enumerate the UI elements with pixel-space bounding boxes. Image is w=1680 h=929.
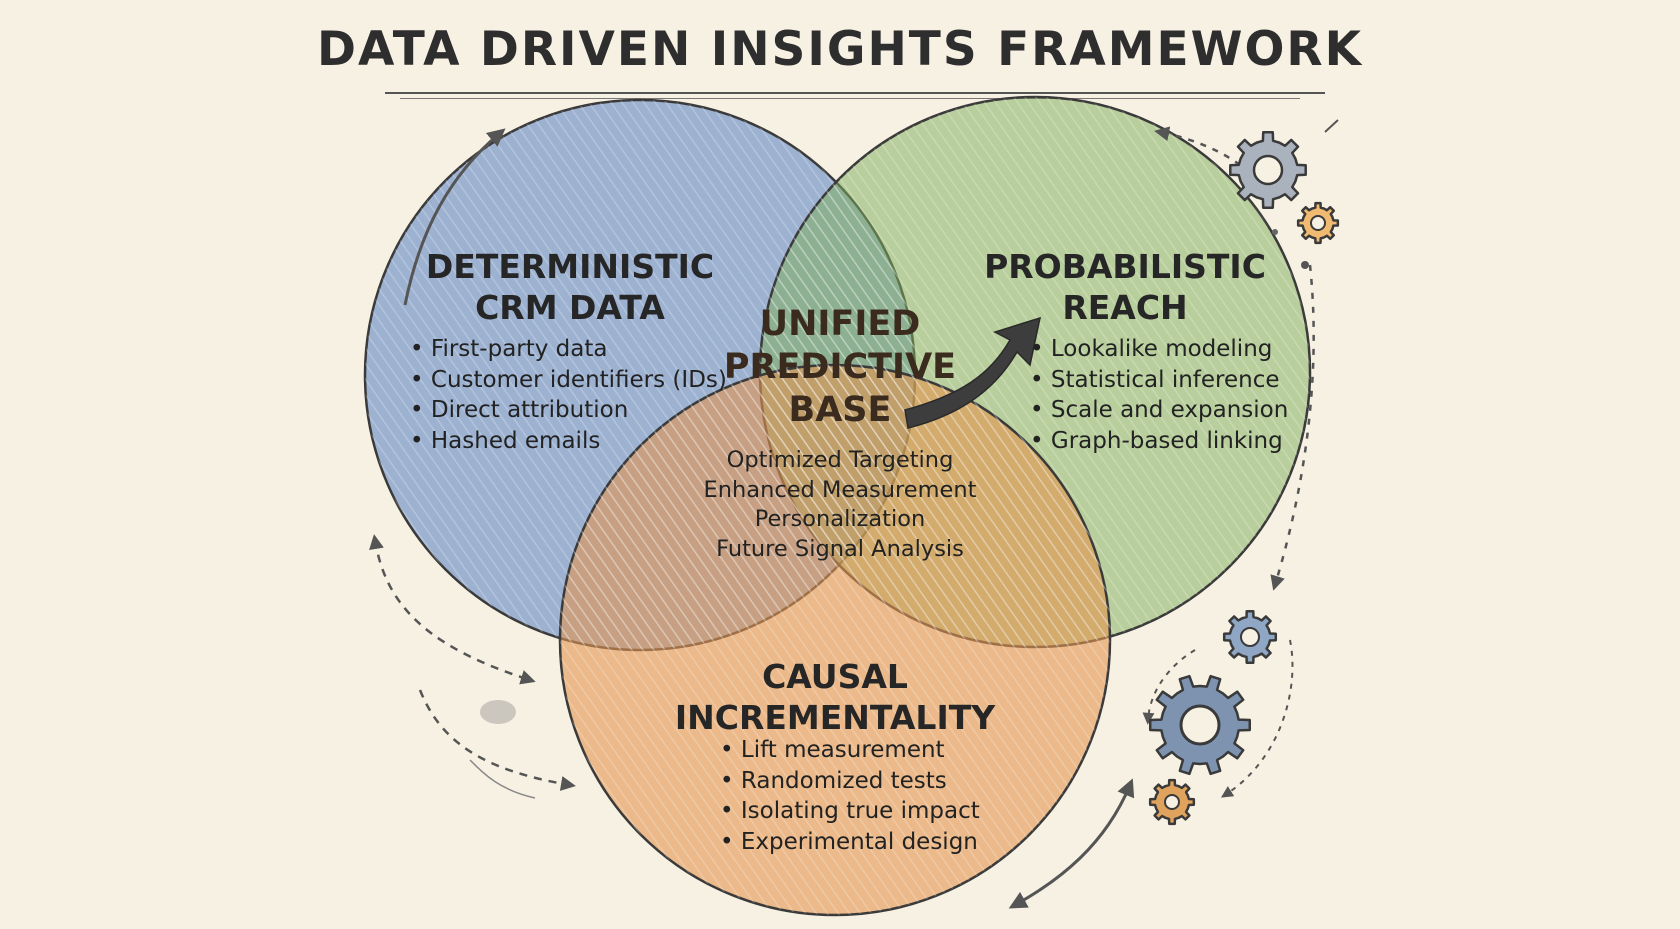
list-item: Isolating true impact [720, 796, 980, 827]
cycle-arrow-gear-loop [1142, 649, 1196, 725]
blue-gear-icon [1222, 609, 1278, 665]
list-item: Statistical inference [1030, 365, 1288, 396]
list-item: Experimental design [720, 827, 980, 858]
title-underline [385, 92, 1325, 94]
deterministic-heading-line-2: CRM DATA [475, 288, 665, 327]
list-item: Randomized tests [720, 766, 980, 797]
list-item: Scale and expansion [1030, 395, 1288, 426]
cycle-arrow-bottom-left [418, 689, 576, 791]
list-item: Direct attribution [410, 395, 727, 426]
cycle-arrow-left [369, 534, 536, 685]
list-item: Hashed emails [410, 426, 727, 457]
list-item: Future Signal Analysis [716, 535, 964, 562]
title-underline-secondary [400, 98, 1300, 99]
list-item: Optimized Targeting [726, 447, 954, 473]
cycle-arrow-top-left [403, 128, 506, 306]
sketch-dot [1272, 229, 1278, 235]
list-item: Lookalike modeling [1030, 334, 1288, 365]
core-list: Optimized Targeting Enhanced Measurement… [680, 446, 1000, 564]
sketch-tick [1324, 119, 1339, 133]
orange-gear-icon [1148, 778, 1196, 826]
deterministic-heading: DETERMINISTIC CRM DATA [390, 246, 750, 328]
cycle-arrow-gear-loop-2 [1220, 639, 1294, 798]
causal-heading-line-2: INCREMENTALITY [674, 698, 996, 737]
core-heading-line-3: BASE [788, 390, 892, 430]
pencil-smudge [480, 700, 516, 724]
probabilistic-heading: PROBABILISTIC REACH [960, 246, 1290, 328]
gear-icon [1229, 131, 1307, 209]
probabilistic-heading-line-2: REACH [1062, 288, 1188, 327]
sketch-scribble [469, 759, 536, 799]
list-item: Personalization [754, 506, 926, 532]
small-gear-icon [1296, 201, 1340, 245]
large-gear-icon [1149, 674, 1251, 776]
list-item: Customer identifiers (IDs) [410, 365, 727, 396]
list-item: Graph-based linking [1030, 426, 1288, 457]
probabilistic-list: Lookalike modeling Statistical inference… [1030, 334, 1288, 456]
causal-heading: CAUSAL INCREMENTALITY [640, 656, 1030, 738]
deterministic-list: First-party data Customer identifiers (I… [410, 334, 727, 456]
cycle-arrow-top-right [1154, 126, 1241, 167]
list-item: Lift measurement [720, 735, 980, 766]
deterministic-heading-line-1: DETERMINISTIC [425, 247, 715, 286]
list-item: Enhanced Measurement [703, 476, 977, 503]
probabilistic-heading-line-1: PROBABILISTIC [984, 247, 1266, 286]
sketch-dot [1301, 261, 1309, 269]
core-heading-line-1: UNIFIED [759, 304, 921, 344]
causal-heading-line-1: CAUSAL [762, 657, 908, 696]
causal-list: Lift measurement Randomized tests Isolat… [720, 735, 980, 857]
list-item: First-party data [410, 334, 727, 365]
core-heading-line-2: PREDICTIVE [723, 347, 957, 387]
page-title: DATA DRIVEN INSIGHTS FRAMEWORK [316, 22, 1364, 77]
cycle-arrow-bottom-right [1008, 778, 1135, 909]
core-heading: UNIFIED PREDICTIVE BASE [720, 303, 960, 432]
